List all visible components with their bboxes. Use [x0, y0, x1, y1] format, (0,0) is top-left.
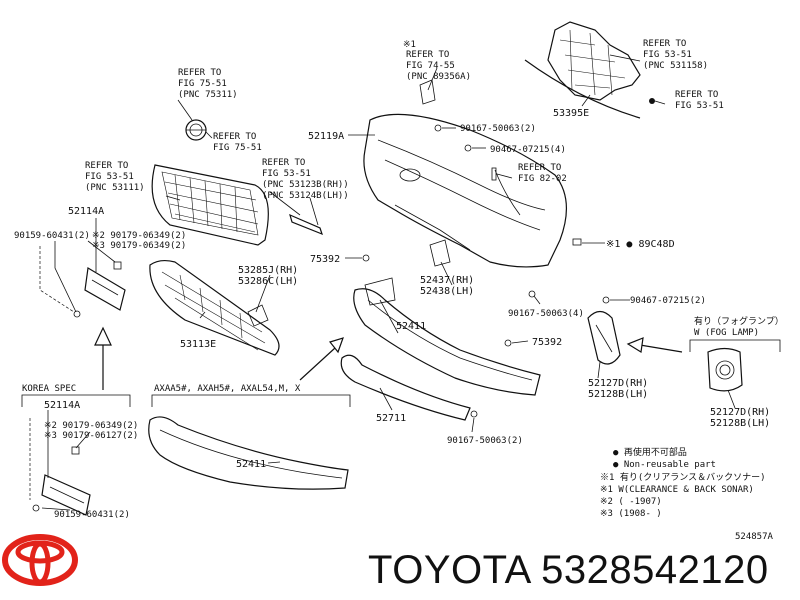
front-bumper-cover	[363, 79, 568, 268]
legend-line-4: ※1 W(CLEARANCE & BACK SONAR)	[600, 485, 754, 495]
legend-line-3: ※1 有り(クリアランス＆バックソナー)	[600, 471, 766, 483]
ref-fig53-51-53111-l3: (PNC 53111)	[85, 183, 145, 193]
pn-52127d-b: 52127D(RH)	[710, 407, 770, 418]
section-brackets	[21, 339, 781, 407]
pn-53285j: 53285J(RH)	[238, 265, 298, 276]
ref-fig53-51-531158-l1: REFER TO	[643, 39, 686, 49]
ref-fig75-51-pnc-l3: (PNC 75311)	[178, 90, 238, 100]
toyota-logo	[2, 534, 78, 586]
pn-52437: 52437(RH)	[420, 275, 474, 286]
ref-fig75-51-l2: FIG 75-51	[213, 143, 262, 153]
ref-fig82-02-l1: REFER TO	[518, 163, 561, 173]
legend-line-2: ● Non-reusable part	[613, 460, 716, 470]
ref-fig74-55-l3: (PNC 89356A)	[406, 72, 471, 82]
pn-52128b-b: 52128B(LH)	[710, 418, 770, 429]
pn-90159-top: 90159-60431(2)	[14, 231, 90, 241]
pn-53395e: 53395E	[553, 108, 589, 119]
pn-52411-b: 52411	[236, 459, 266, 470]
license-bracket-bottom	[41, 474, 91, 516]
clip-dot	[649, 98, 655, 104]
pn-52711: 52711	[376, 413, 406, 424]
ref-fig53-51-531158-l3: (PNC 531158)	[643, 61, 708, 71]
pn-52411-a: 52411	[396, 321, 426, 332]
pn-90467-b: 90467-07215(2)	[630, 296, 706, 306]
pn-52128b-a: 52128B(LH)	[588, 389, 648, 400]
upper-grille-part	[151, 164, 269, 246]
pn-90467-a: 90467-07215(4)	[490, 145, 566, 155]
pn-90167-b: 90167-50063(4)	[508, 309, 584, 319]
lower-strip-part	[340, 354, 471, 421]
ref-fig53-51-53123-l2: FIG 53-51	[262, 169, 311, 179]
pn-90167-c: 90167-50063(2)	[447, 436, 523, 446]
pn-90159-bot: 90159-60431(2)	[54, 510, 130, 520]
garnish-part	[289, 213, 323, 236]
pn-90179-06349-a: ※2 90179-06349(2)	[92, 231, 186, 241]
pn-90167-a: 90167-50063(2)	[460, 124, 536, 134]
lower-grille-part	[149, 259, 280, 356]
brand-part-number: TOYOTA 5328542120	[368, 548, 769, 592]
pn-52114a-top: 52114A	[68, 206, 104, 217]
ref-fig74-55-l2: FIG 74-55	[406, 61, 455, 71]
upper-support-part	[524, 21, 641, 119]
pn-52119a: 52119A	[308, 131, 344, 142]
clip-part	[572, 238, 582, 246]
pn-53286c: 53286C(LH)	[238, 276, 298, 287]
ref-fig75-51-pnc-l2: FIG 75-51	[178, 79, 227, 89]
fog-cover-part	[587, 310, 621, 365]
ref-fig74-55-l1: REFER TO	[406, 50, 449, 60]
fog-lamp-part	[707, 347, 743, 392]
arrows	[94, 326, 683, 390]
pn-89c48d: ※1 ● 89C48D	[606, 239, 675, 250]
legend-line-1: ● 再使用不可部品	[613, 446, 687, 458]
pn-52438: 52438(LH)	[420, 286, 474, 297]
lower-bumper-alt-part	[148, 416, 349, 490]
ref-fig53-51-531158-l2: FIG 53-51	[643, 50, 692, 60]
pn-52114a-bot: 52114A	[44, 400, 80, 411]
ref-fig53-51-53123-l4: (PNC 53124B(LH))	[262, 191, 349, 201]
ref-fig53-51-right-l1: REFER TO	[675, 90, 718, 100]
pn-75392-b: 75392	[532, 337, 562, 348]
bracket-part	[429, 239, 451, 267]
ref-fig53-51-53123-l3: (PNC 53123B(RH))	[262, 180, 349, 190]
section-axaa: AXAA5#, AXAH5#, AXAL54,M, X	[154, 384, 301, 394]
section-fog-jp: 有り（フォグランプ）	[694, 315, 784, 327]
insert-part	[247, 304, 269, 327]
ref-fig75-51-l1: REFER TO	[213, 132, 256, 142]
emblem-part	[185, 119, 207, 141]
ref-fig74-55-l0: ※1	[403, 40, 416, 50]
diagram-code: 524857A	[735, 532, 774, 542]
ref-fig53-51-right-l2: FIG 53-51	[675, 101, 724, 111]
leader-lines	[29, 54, 736, 511]
pn-90179-06127: ※3 90179-06127(2)	[44, 431, 138, 441]
legend-line-5: ※2 ( -1907)	[600, 497, 662, 507]
legend-line-6: ※3 (1908- )	[600, 509, 662, 519]
fasteners	[32, 124, 610, 512]
section-korea-spec: KOREA SPEC	[22, 384, 76, 394]
pn-52127d-a: 52127D(RH)	[588, 378, 648, 389]
ref-fig53-51-53123-l1: REFER TO	[262, 158, 305, 168]
sensor-part	[491, 167, 497, 181]
legend: ● 再使用不可部品 ● Non-reusable part ※1 有り(クリアラ…	[600, 446, 766, 519]
pn-90179-06349-b: ※3 90179-06349(2)	[92, 241, 186, 251]
ref-fig82-02-l2: FIG 82-02	[518, 174, 567, 184]
section-fog-en: W (FOG LAMP)	[694, 328, 759, 338]
ref-fig75-51-pnc-l1: REFER TO	[178, 68, 221, 78]
pn-75392-a: 75392	[310, 254, 340, 265]
pn-90179-06349-c: ※2 90179-06349(2)	[44, 421, 138, 431]
license-bracket-top	[84, 267, 126, 311]
ref-fig53-51-53111-l1: REFER TO	[85, 161, 128, 171]
ref-fig53-51-53111-l2: FIG 53-51	[85, 172, 134, 182]
lower-bumper-part	[353, 277, 541, 396]
pn-53113e: 53113E	[180, 339, 216, 350]
